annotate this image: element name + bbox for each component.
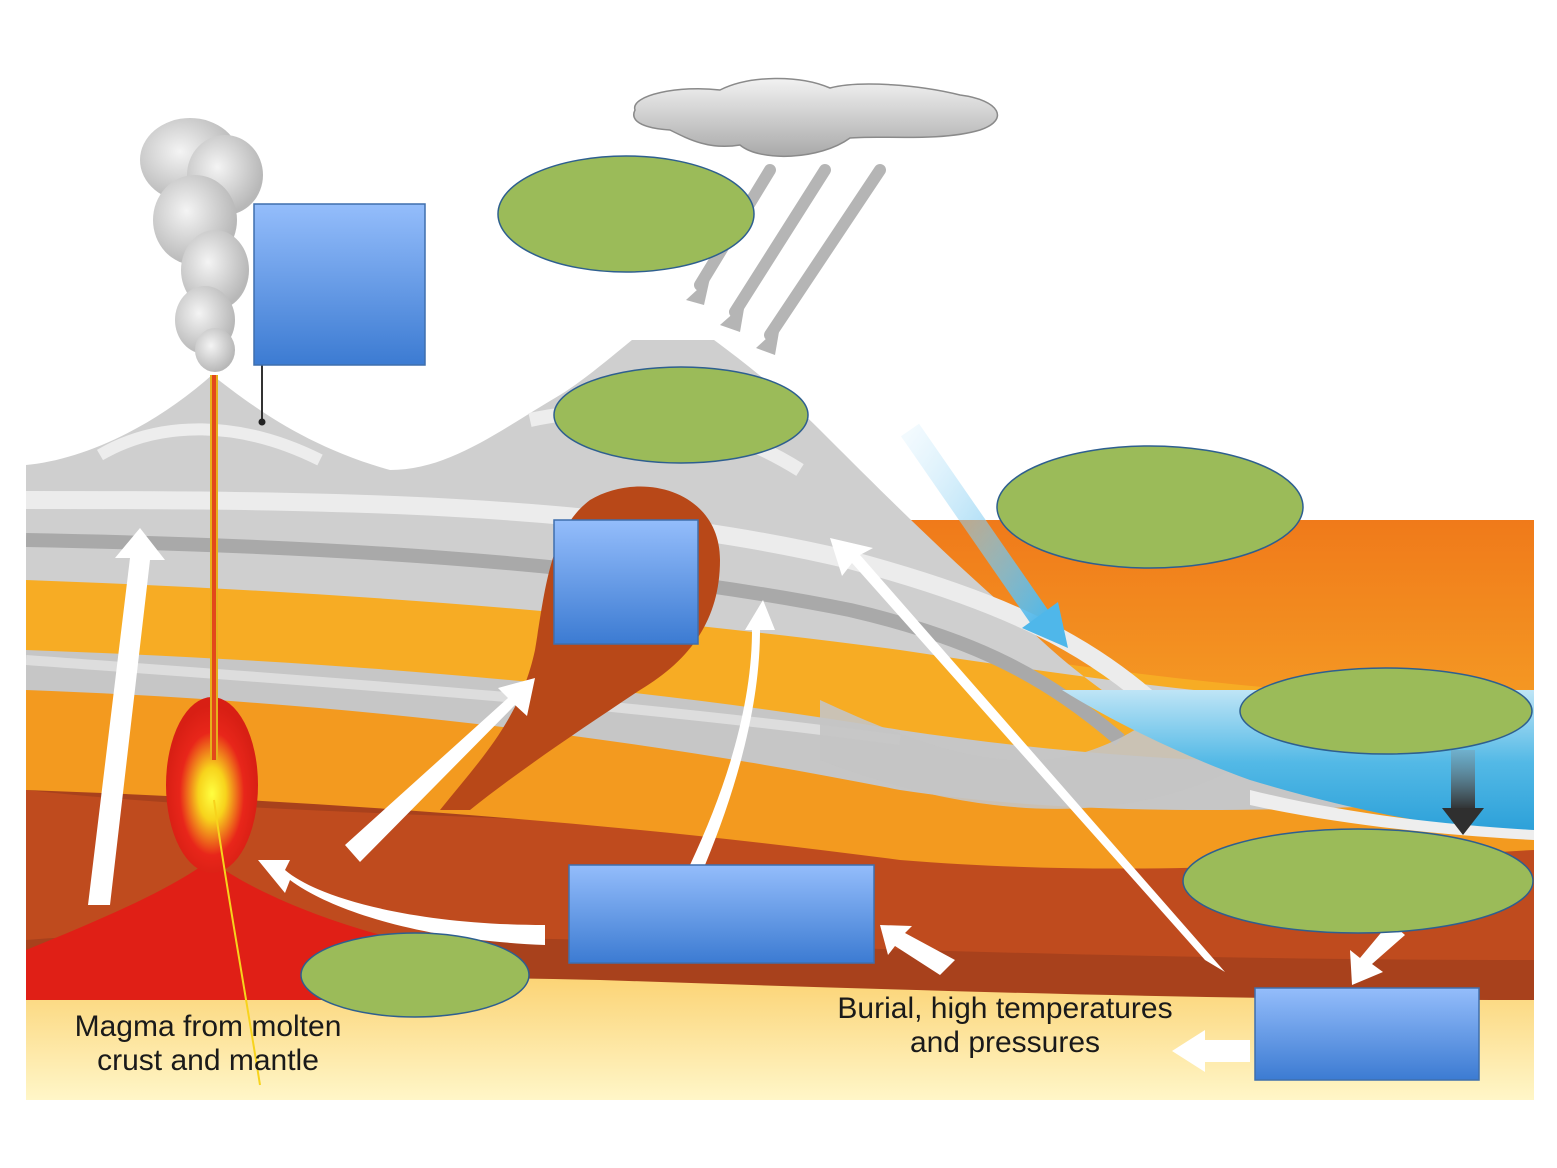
burial-caption-line-2: and pressures [909, 1026, 1101, 1059]
label-boxes [253, 203, 1480, 1081]
magma-caption-line-1: Magma from molten [74, 1010, 342, 1043]
label-oval-uplift[interactable] [553, 366, 809, 464]
label-oval-deposition[interactable] [1239, 667, 1533, 755]
label-oval-melting[interactable] [300, 932, 530, 1018]
deposition-arrow [1442, 750, 1484, 835]
label-ovals [300, 155, 1534, 1018]
cloud-icon [633, 77, 999, 158]
erosion-arrow [900, 423, 1068, 648]
cycle-arrows [88, 528, 1405, 1072]
label-oval-compaction[interactable] [1182, 828, 1534, 934]
magma-caption: Magma from molten crust and mantle [28, 1010, 388, 1078]
magma-caption-line-2: crust and mantle [97, 1044, 319, 1077]
burial-caption: Burial, high temperatures and pressures [795, 992, 1215, 1060]
magma-chamber-icon [166, 697, 258, 873]
burial-caption-line-1: Burial, high temperatures [837, 992, 1173, 1025]
smoke-plume-icon [140, 118, 263, 372]
label-box-metamorphic[interactable] [568, 864, 875, 964]
label-box-intrusive[interactable] [553, 519, 699, 645]
label-box-extrusive[interactable] [253, 203, 426, 366]
label-oval-weathering[interactable] [497, 155, 755, 273]
label-box-sedimentary[interactable] [1254, 987, 1480, 1081]
label-oval-erosion[interactable] [996, 445, 1304, 569]
